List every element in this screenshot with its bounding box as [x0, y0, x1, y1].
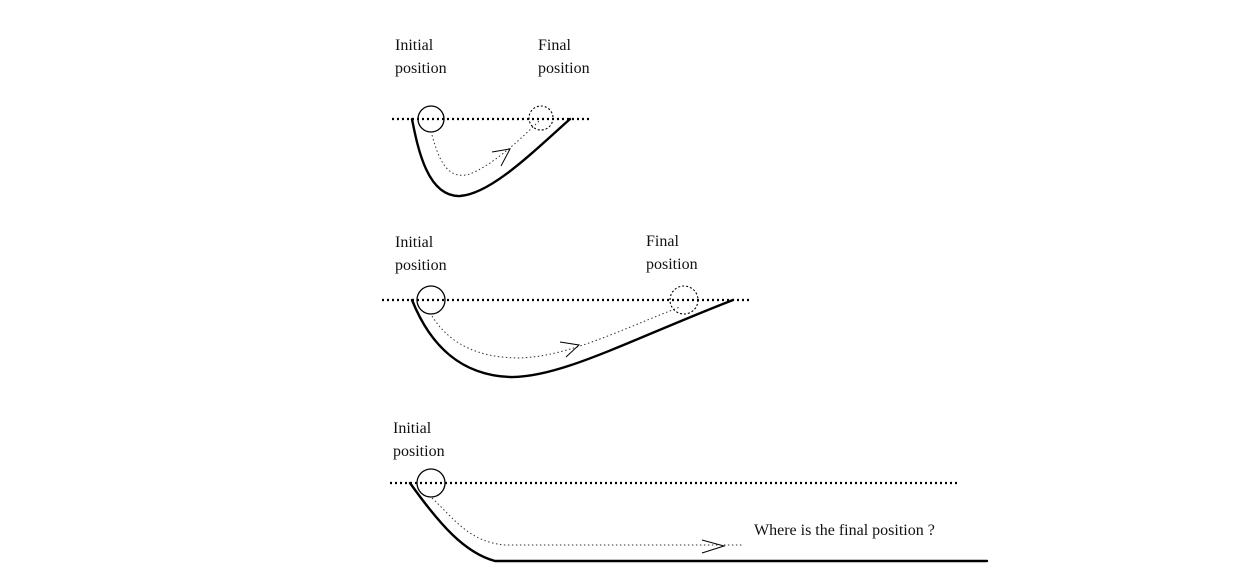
panel-1: Initial position Final position [392, 37, 592, 198]
panel-1-final-ball [528, 105, 554, 131]
panel-2-initial-label-line1: Initial [395, 234, 434, 251]
panel-3-initial-ball [416, 468, 446, 498]
panel-3-question: Where is the final position ? [754, 522, 935, 539]
panel-2-final-ball [669, 285, 699, 315]
panel-2-ball-path [431, 306, 681, 359]
panel-2-initial-label-line2: position [395, 257, 447, 274]
panel-1-final-label-line2: position [538, 60, 590, 77]
panel-1-initial-ball [417, 105, 445, 133]
panel-1-initial-label-line1: Initial [395, 37, 434, 54]
panel-3-track [408, 481, 989, 563]
panel-1-final-label-line1: Final [538, 37, 571, 54]
panel-1-arrowhead [491, 148, 511, 167]
panel-3-initial-label-line1: Initial [393, 420, 432, 437]
panel-2: Initial position Final position [382, 233, 750, 379]
panel-1-track [410, 117, 572, 198]
panel-2-track [410, 298, 735, 379]
panel-3-initial-label-line2: position [393, 443, 445, 460]
panel-1-ball-path [431, 119, 541, 176]
panel-3: Initial position Where is the final posi… [390, 420, 989, 563]
panel-1-initial-label-line2: position [395, 60, 447, 77]
panel-3-ball-path [431, 497, 742, 546]
panel-2-final-label-line1: Final [646, 233, 679, 250]
panel-2-arrowhead [559, 341, 581, 358]
panel-2-final-label-line2: position [646, 256, 698, 273]
panel-2-initial-ball [416, 285, 446, 315]
panel-3-arrowhead [701, 539, 726, 554]
